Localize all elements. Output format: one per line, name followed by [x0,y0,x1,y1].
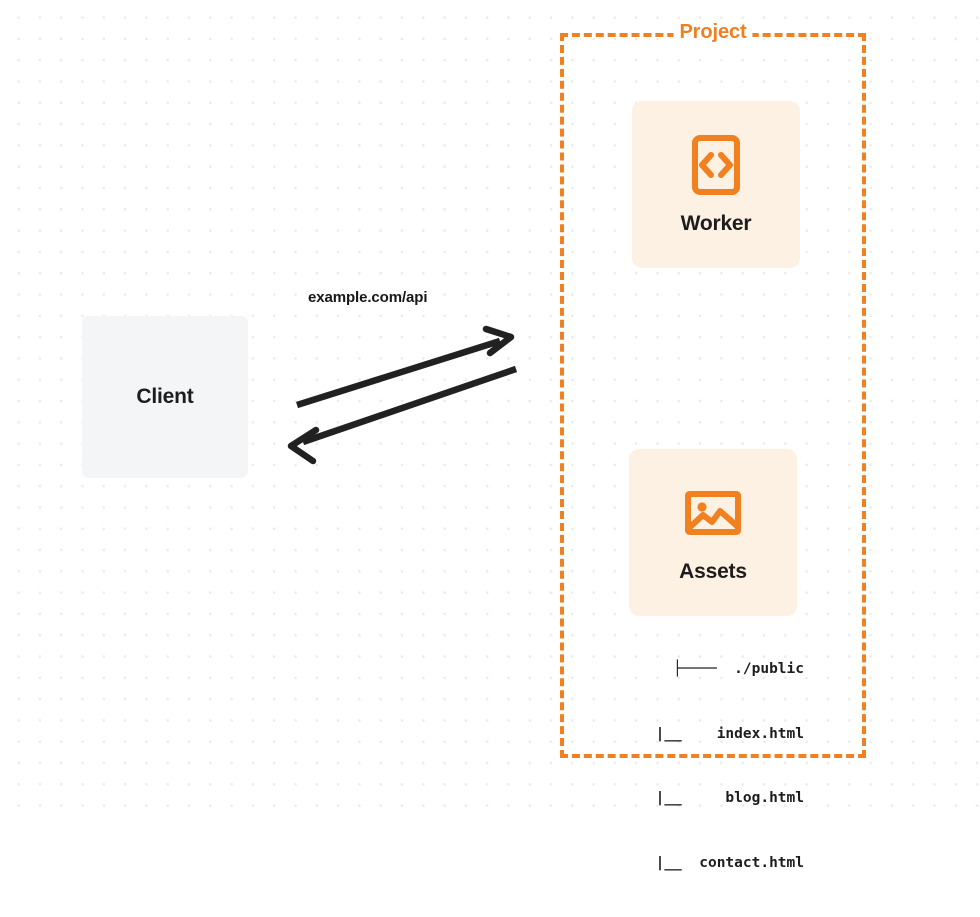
edge-request-label: example.com/api [308,289,428,306]
node-worker[interactable]: Worker [632,101,800,268]
node-worker-label: Worker [680,211,752,235]
edge-response-arrow [287,365,518,465]
image-icon [682,482,744,544]
tree-row-blog: |__ blog.html [611,790,804,806]
node-client[interactable]: Client [82,316,248,478]
group-project[interactable]: Project [560,21,866,758]
tree-row-root: ├──── ./public [673,661,804,677]
edge-request-arrow [296,325,515,409]
code-brackets-icon [685,134,747,196]
node-client-label: Client [136,385,194,408]
tree-row-index: |__ index.html [611,725,804,742]
node-assets[interactable]: Assets [629,449,797,616]
tree-row-contact: |__ contact.html [611,854,804,871]
node-assets-label: Assets [679,559,747,583]
group-project-label: Project [673,21,753,44]
assets-file-tree: ├──── ./public |__ index.html |__ blog.h… [604,616,804,917]
diagram-canvas: Client Project Worker Assets ├──── ./pub… [0,0,980,871]
